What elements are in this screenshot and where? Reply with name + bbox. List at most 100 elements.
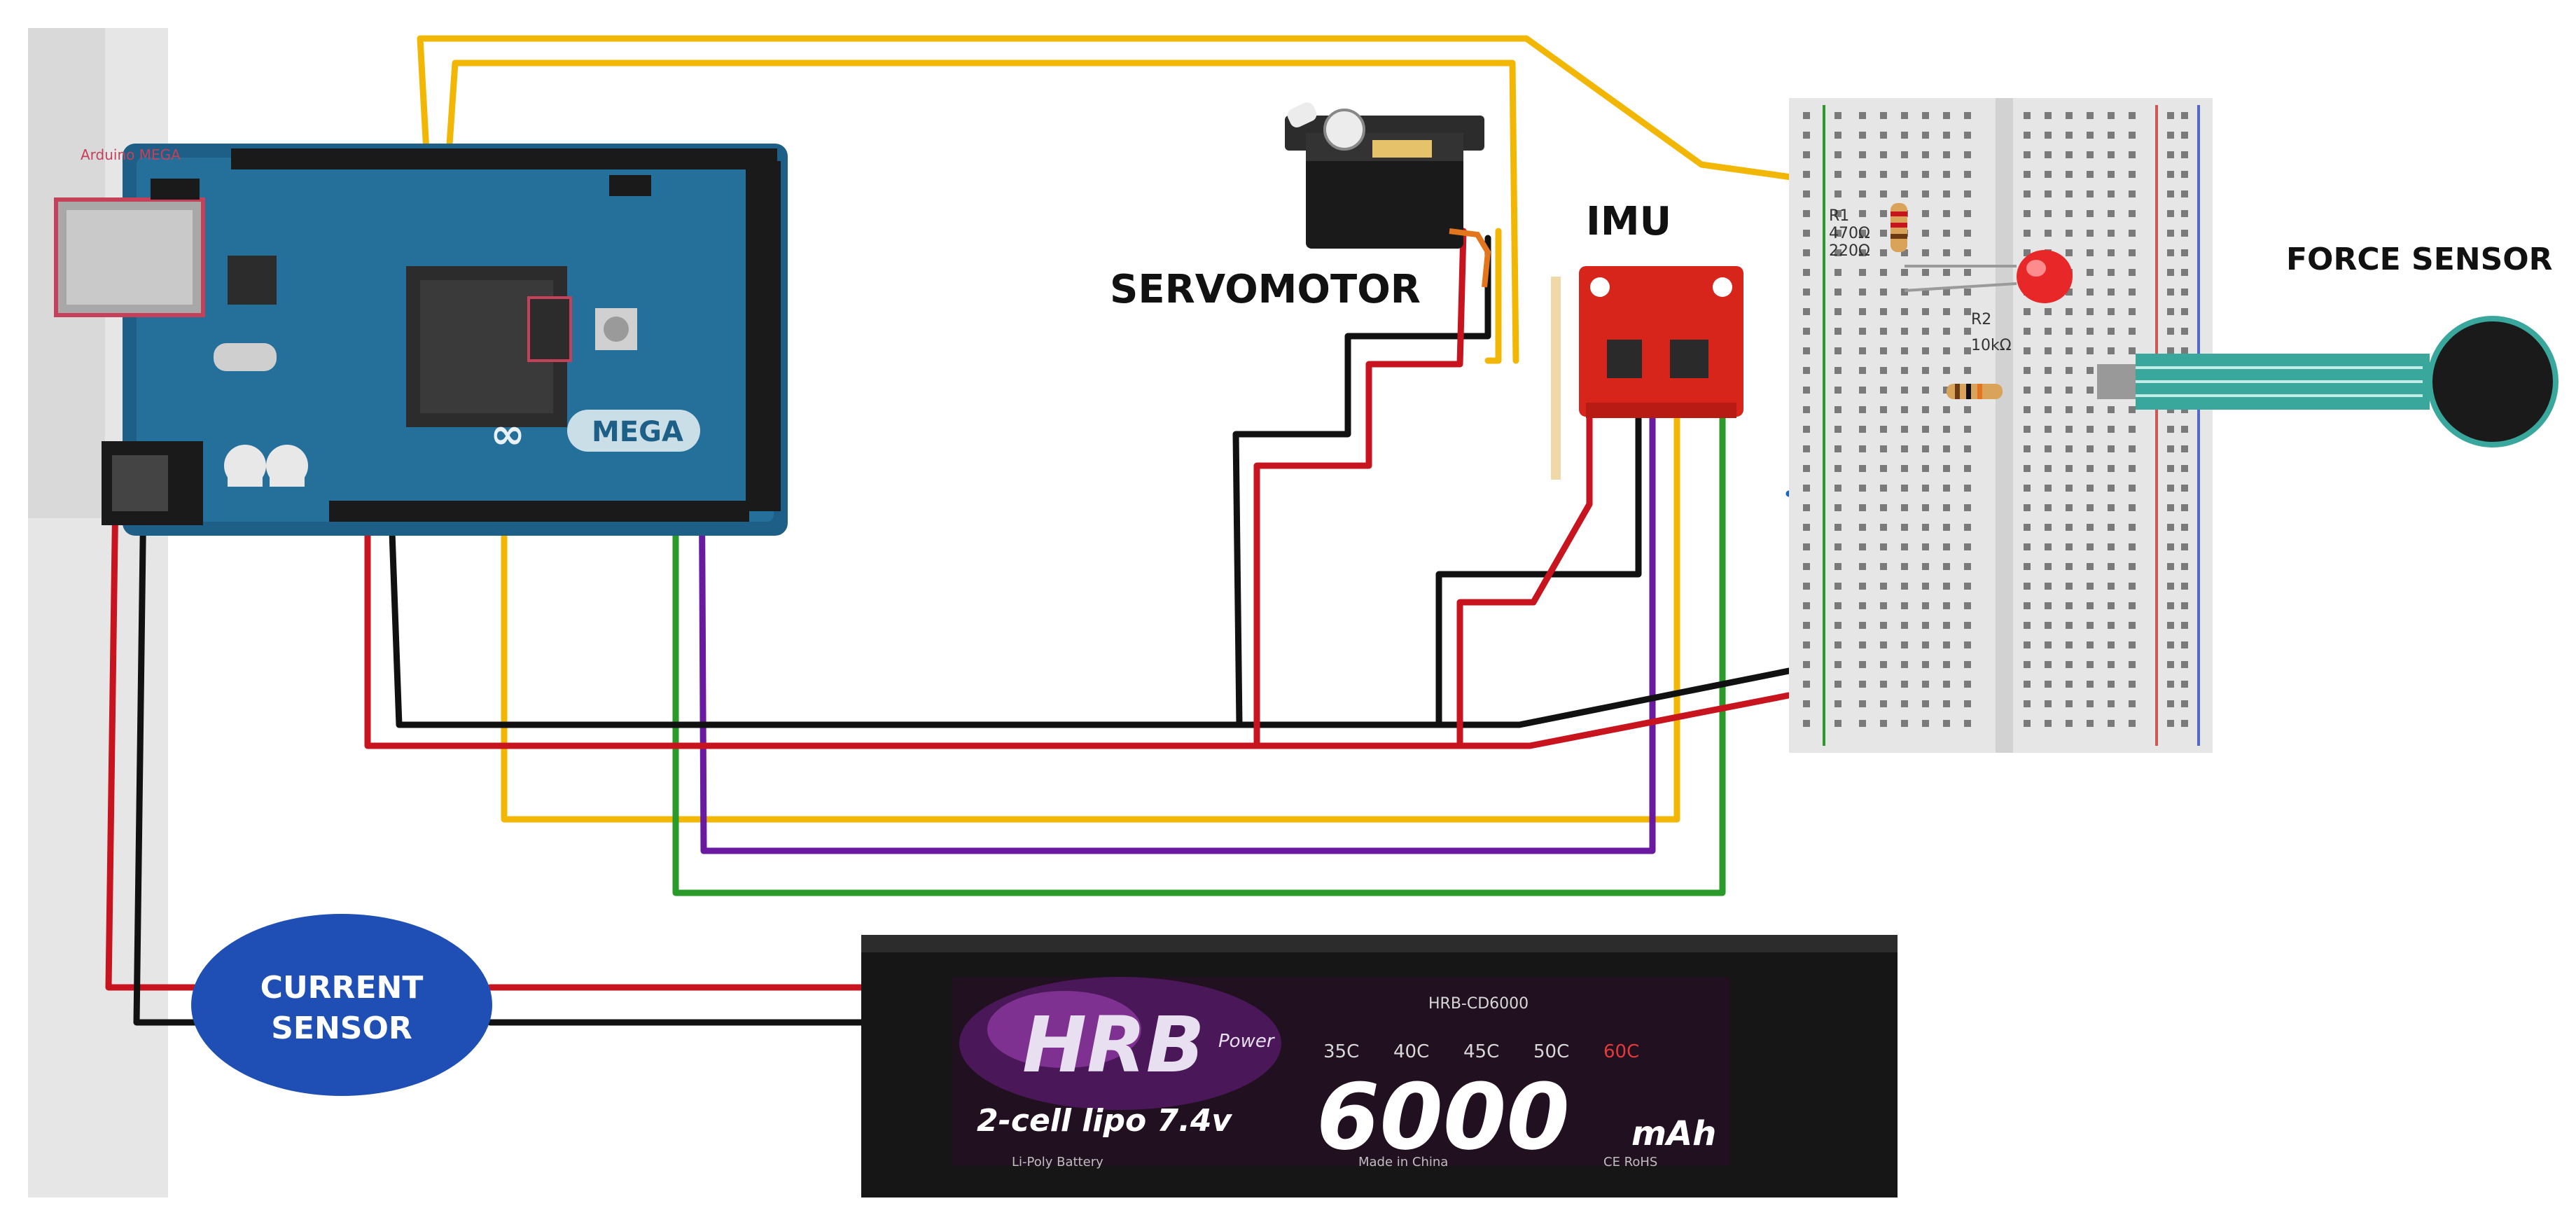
breadboard-hole [2066, 720, 2073, 727]
breadboard-hole [1943, 524, 1950, 531]
breadboard-hole [1964, 681, 1971, 688]
breadboard-hole [2167, 151, 2174, 158]
breadboard-hole [1803, 563, 1810, 570]
breadboard-hole [1803, 661, 1810, 668]
breadboard-hole [1922, 641, 1929, 648]
breadboard-hole [2024, 622, 2031, 629]
breadboard-hole [2045, 367, 2052, 374]
breadboard-hole [2087, 387, 2094, 394]
arduino-bottom-header [329, 501, 749, 522]
mega-badge [567, 410, 700, 452]
breadboard-hole [1964, 700, 1971, 707]
breadboard-hole [1943, 700, 1950, 707]
current-sensor [191, 914, 492, 1096]
breadboard-hole [1859, 367, 1866, 374]
breadboard-hole [1943, 602, 1950, 609]
breadboard-hole [2129, 583, 2136, 590]
breadboard-hole [1943, 249, 1950, 256]
header-pins-left [151, 179, 200, 200]
breadboard-hole [1964, 583, 1971, 590]
breadboard-hole [2129, 249, 2136, 256]
breadboard-hole [1964, 269, 1971, 276]
breadboard-hole [2087, 445, 2094, 452]
breadboard-hole [1803, 465, 1810, 472]
breadboard-hole [2087, 190, 2094, 197]
breadboard-hole [2167, 269, 2174, 276]
breadboard-hole [1803, 210, 1810, 217]
breadboard-hole [1943, 504, 1950, 511]
breadboard-hole [1922, 661, 1929, 668]
breadboard-hole [2045, 171, 2052, 178]
breadboard-hole [2167, 524, 2174, 531]
breadboard-hole [1803, 367, 1810, 374]
breadboard-hole [2108, 700, 2115, 707]
breadboard-hole [2024, 681, 2031, 688]
breadboard-hole [2066, 485, 2073, 492]
arduino-mega-board: Arduino MEGA ∞ MEGA [54, 144, 788, 536]
breadboard-hole [1943, 347, 1950, 354]
breadboard-hole [1859, 269, 1866, 276]
breadboard-hole [2108, 543, 2115, 550]
breadboard-hole [1803, 426, 1810, 433]
battery-model: HRB-CD6000 [1428, 995, 1529, 1013]
breadboard-hole [2167, 485, 2174, 492]
imu-label: IMU [1586, 199, 1671, 244]
breadboard-hole [1943, 661, 1950, 668]
breadboard-hole [2066, 602, 2073, 609]
breadboard-hole [1922, 445, 1929, 452]
breadboard-hole [2129, 524, 2136, 531]
breadboard-hole [2167, 700, 2174, 707]
breadboard-hole [2181, 661, 2188, 668]
breadboard-hole [1834, 700, 1842, 707]
breadboard-hole [2181, 249, 2188, 256]
breadboard-hole [1859, 563, 1866, 570]
breadboard-hole [1803, 387, 1810, 394]
servo-red-wire [1253, 228, 1467, 749]
breadboard-hole [2129, 563, 2136, 570]
breadboard-hole [2167, 249, 2174, 256]
breadboard-hole [1964, 112, 1971, 119]
breadboard-hole [1922, 249, 1929, 256]
breadboard-hole [2045, 602, 2052, 609]
imu-module [1579, 266, 1743, 418]
breadboard-hole [2108, 289, 2115, 296]
breadboard-hole [1834, 151, 1842, 158]
breadboard-hole [2024, 720, 2031, 727]
breadboard-hole [2045, 563, 2052, 570]
battery-origin: Made in China [1358, 1155, 1448, 1169]
breadboard-hole [2045, 132, 2052, 139]
breadboard-hole [2066, 171, 2073, 178]
breadboard-hole [1922, 387, 1929, 394]
imu-chip-2 [1670, 340, 1708, 378]
force-sensor-label: FORCE SENSOR [2286, 242, 2553, 277]
breadboard-hole [1834, 406, 1842, 413]
r2-band-3 [1977, 384, 1982, 399]
breadboard-hole [1943, 583, 1950, 590]
breadboard-hole [1803, 720, 1810, 727]
breadboard-hole [2167, 543, 2174, 550]
breadboard-hole [1964, 171, 1971, 178]
breadboard-hole [2167, 661, 2174, 668]
breadboard-hole [2087, 308, 2094, 315]
breadboard-hole [1859, 524, 1866, 531]
breadboard-hole [1803, 230, 1810, 237]
breadboard-hole [1834, 681, 1842, 688]
breadboard-hole [2167, 328, 2174, 335]
breadboard-hole [1922, 171, 1929, 178]
breadboard-hole [2066, 308, 2073, 315]
breadboard-hole [2066, 504, 2073, 511]
breadboard-hole [2024, 347, 2031, 354]
breadboard-hole [2129, 112, 2136, 119]
breadboard-hole [2024, 700, 2031, 707]
breadboard-hole [1922, 700, 1929, 707]
breadboard-hole [2087, 269, 2094, 276]
breadboard-hole [1943, 406, 1950, 413]
breadboard-hole [1964, 622, 1971, 629]
breadboard-hole [1943, 563, 1950, 570]
breadboard-hole [1943, 681, 1950, 688]
breadboard-hole [1834, 190, 1842, 197]
breadboard-hole [2181, 347, 2188, 354]
breadboard-hole [1880, 602, 1887, 609]
force-sensor [2097, 316, 2558, 447]
breadboard-hole [1859, 132, 1866, 139]
